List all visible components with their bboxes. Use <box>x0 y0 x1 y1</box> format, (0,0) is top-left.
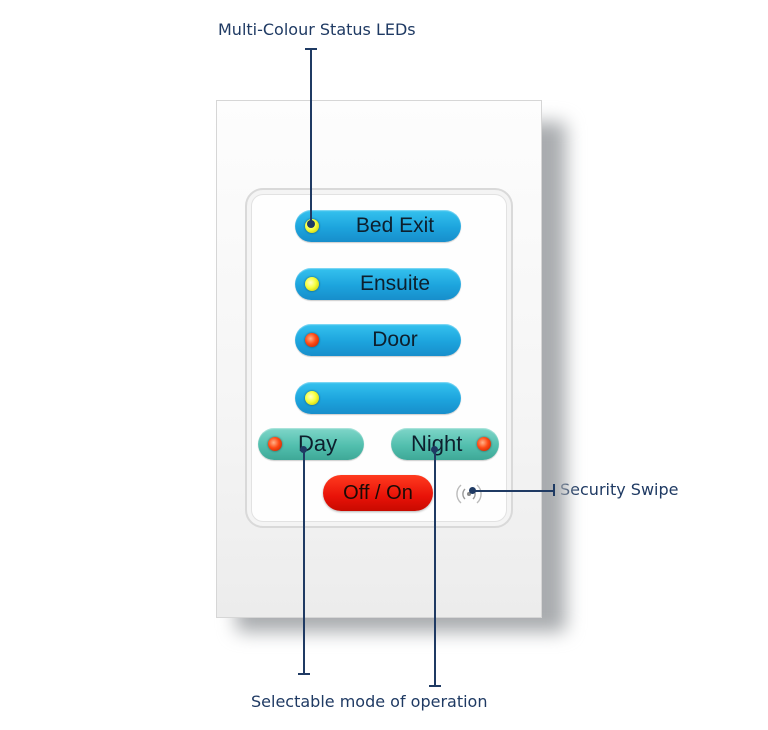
day-leader-dot <box>300 446 307 453</box>
ensuite-label: Ensuite <box>359 272 431 295</box>
day-mode-button[interactable]: Day <box>258 428 364 460</box>
bed-exit-button[interactable]: Bed Exit <box>295 210 461 242</box>
swipe-leader-line <box>473 490 555 492</box>
day-leader-line <box>303 450 305 674</box>
night-led-icon <box>477 437 491 451</box>
door-led-icon <box>305 333 319 347</box>
night-mode-button[interactable]: Night <box>391 428 499 460</box>
day-led-icon <box>268 437 282 451</box>
leds-leader-dot <box>307 220 315 228</box>
night-label: Night <box>411 431 463 456</box>
annotation-security-swipe: Security Swipe <box>560 480 679 499</box>
leds-leader-line <box>310 49 312 222</box>
off-on-button[interactable]: Off / On <box>323 475 433 511</box>
door-button[interactable]: Door <box>295 324 461 356</box>
blank-label <box>329 382 461 414</box>
swipe-leader-dot <box>469 487 476 494</box>
night-leader-dot <box>431 446 438 453</box>
ensuite-button[interactable]: Ensuite <box>295 268 461 300</box>
bed-exit-label: Bed Exit <box>355 214 435 237</box>
door-label: Door <box>372 328 418 351</box>
blank-button[interactable] <box>295 382 461 414</box>
contactless-reader-icon[interactable] <box>454 479 484 509</box>
annotation-status-leds: Multi-Colour Status LEDs <box>218 20 416 39</box>
night-leader-line <box>434 450 436 686</box>
swipe-leader-cap <box>553 484 555 496</box>
night-leader-cap <box>429 685 441 687</box>
blank-led-icon <box>305 391 319 405</box>
control-panel <box>245 188 513 528</box>
day-leader-cap <box>298 673 310 675</box>
ensuite-led-icon <box>305 277 319 291</box>
annotation-mode-of-operation: Selectable mode of operation <box>251 692 488 711</box>
